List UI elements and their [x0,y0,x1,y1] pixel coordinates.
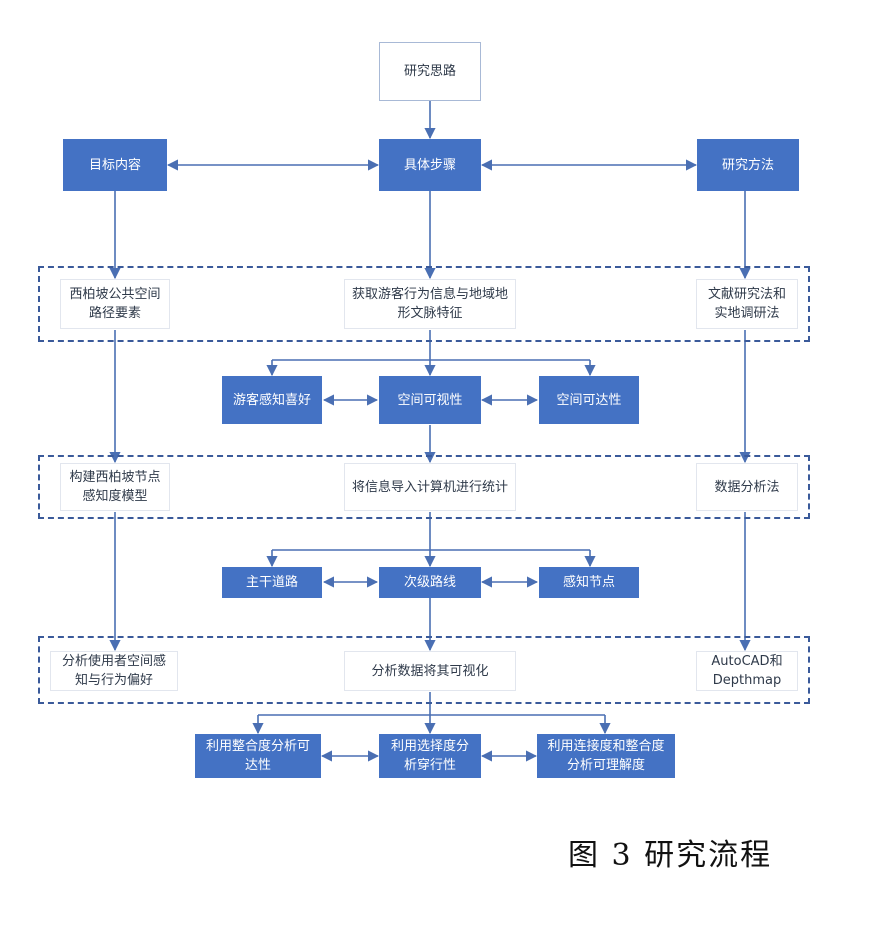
main-road-node: 主干道路 [222,567,322,598]
band2-right-node: 数据分析法 [696,463,798,511]
band2-left-node: 构建西柏坡节点感知度模型 [60,463,170,511]
dashed-band-3 [38,636,810,704]
goal-content-node: 目标内容 [63,139,167,191]
secondary-route-node: 次级路线 [379,567,481,598]
band1-center-node: 获取游客行为信息与地域地形文脉特征 [344,279,516,329]
research-methods-node: 研究方法 [697,139,799,191]
integration-analysis-node: 利用整合度分析可达性 [195,734,321,778]
dashed-band-1 [38,266,810,342]
visitor-preference-node: 游客感知喜好 [222,376,322,424]
research-approach-node: 研究思路 [379,42,481,101]
connectivity-analysis-node: 利用连接度和整合度分析可理解度 [537,734,675,778]
band1-left-node: 西柏坡公共空间路径要素 [60,279,170,329]
band3-right-node: AutoCAD和Depthmap [696,651,798,691]
space-visibility-node: 空间可视性 [379,376,481,424]
band3-center-node: 分析数据将其可视化 [344,651,516,691]
perception-node: 感知节点 [539,567,639,598]
band1-right-node: 文献研究法和实地调研法 [696,279,798,329]
space-accessibility-node: 空间可达性 [539,376,639,424]
band3-left-node: 分析使用者空间感知与行为偏好 [50,651,178,691]
band2-center-node: 将信息导入计算机进行统计 [344,463,516,511]
specific-steps-node: 具体步骤 [379,139,481,191]
dashed-band-2 [38,455,810,519]
choice-analysis-node: 利用选择度分析穿行性 [379,734,481,778]
figure-caption: 图 3 研究流程 [568,838,773,873]
